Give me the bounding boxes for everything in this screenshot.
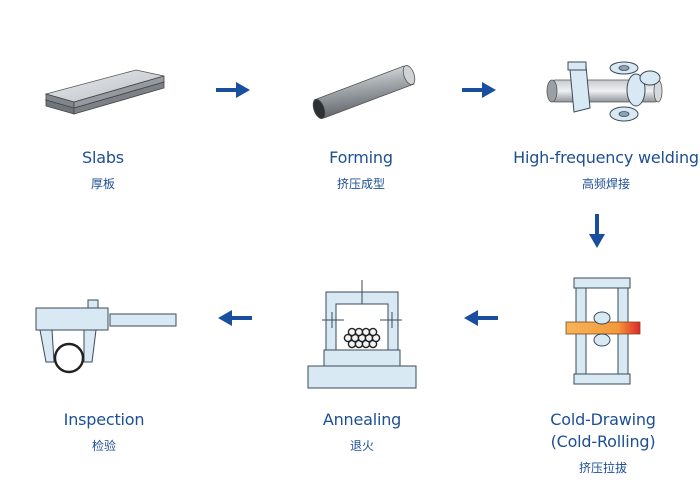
step-forming-label-zh: 挤压成型 xyxy=(336,177,386,191)
step-slabs-label-zh: 厚板 xyxy=(90,177,116,191)
step-cold-drawing-label-zh: 挤压拉拔 xyxy=(578,461,628,475)
arrow-right-icon xyxy=(462,82,496,98)
step-inspection-label: Inspection xyxy=(63,410,145,429)
arrow-right-icon xyxy=(216,82,250,98)
step-inspection-label-zh: 检验 xyxy=(91,439,117,453)
step-annealing-label-zh: 退火 xyxy=(349,439,375,453)
arrow-down-icon xyxy=(589,214,605,248)
arrow-left-icon xyxy=(464,310,498,326)
step-cold-drawing-label: Cold-Drawing xyxy=(550,410,656,429)
tube-icon xyxy=(312,65,416,119)
step-welding-label: High-frequency welding xyxy=(513,148,699,167)
step-slabs-label: Slabs xyxy=(82,148,124,167)
step-welding-label-zh: 高频焊接 xyxy=(581,177,631,191)
step-annealing-label: Annealing xyxy=(322,410,402,429)
annealing-furnace-icon xyxy=(307,280,417,389)
arrow-left-icon xyxy=(218,310,252,326)
slabs-icon xyxy=(44,69,165,115)
step-forming-label: Forming xyxy=(329,148,393,167)
step-cold-rolling-label: (Cold-Rolling) xyxy=(550,432,656,451)
drawing-die-icon xyxy=(565,277,641,385)
welding-rollers-icon xyxy=(546,61,663,122)
caliper-icon xyxy=(35,299,177,374)
